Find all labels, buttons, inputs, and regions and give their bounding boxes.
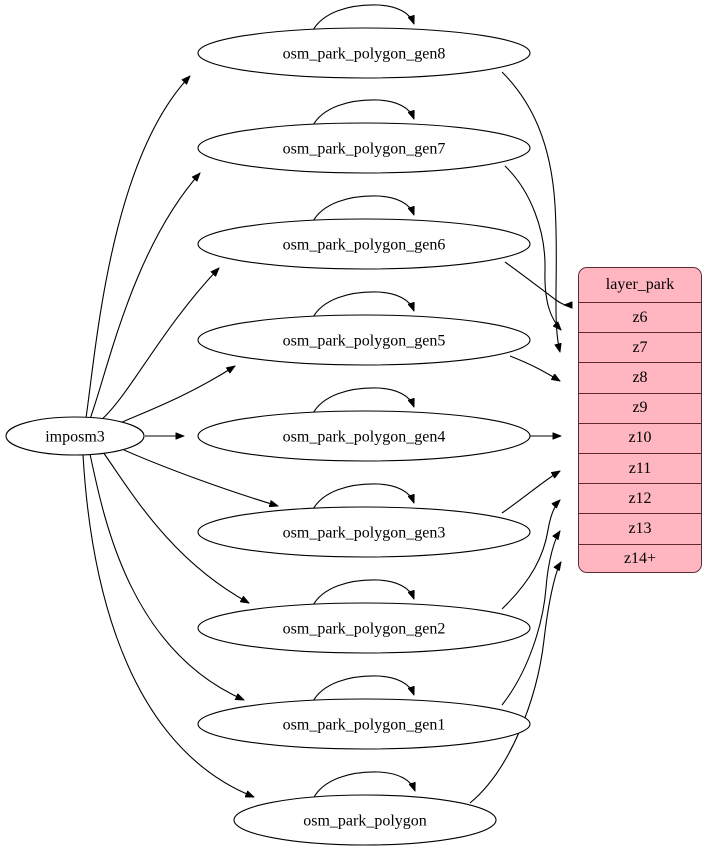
layer-park-row-z14plus[interactable]: z14+ [579, 543, 701, 572]
edge-imposm3-to-gen6 [99, 268, 219, 422]
layer-park-row-z7[interactable]: z7 [579, 332, 701, 363]
node-osm-park-polygon-gen7[interactable]: osm_park_polygon_gen7 [197, 122, 531, 174]
edge-gen8-to-z8 [501, 71, 560, 352]
self-loop-gen1 [311, 675, 414, 704]
graph-nodes: imposm3 osm_park_polygon_gen8 osm_park_p… [5, 27, 531, 846]
layer-park-row-z11[interactable]: z11 [579, 452, 701, 484]
node-osm-park-polygon-gen2-label: osm_park_polygon_gen2 [283, 621, 446, 638]
self-loop-gen7 [311, 99, 414, 128]
self-loop-edges [311, 4, 415, 800]
edge-imposm3-to-gen8 [85, 76, 190, 419]
edge-gen6-to-z6 [504, 261, 565, 305]
edge-imposm3-to-osm-park-polygon [82, 454, 254, 798]
self-loop-osm-park-polygon [312, 771, 415, 800]
node-osm-park-polygon-gen6-shape[interactable] [197, 218, 531, 270]
self-loop-gen8 [311, 4, 414, 33]
node-osm-park-polygon-gen2[interactable]: osm_park_polygon_gen2 [197, 602, 531, 654]
self-loop-gen3 [311, 483, 414, 512]
edges-to-layer-park [469, 71, 565, 804]
edge-gen5-to-z9 [509, 355, 560, 381]
edge-gen7-to-z7 [504, 165, 561, 330]
node-osm-park-polygon-gen5[interactable]: osm_park_polygon_gen5 [197, 314, 531, 366]
node-imposm3-label: imposm3 [45, 429, 105, 446]
node-osm-park-polygon-gen3-label: osm_park_polygon_gen3 [283, 525, 446, 542]
node-osm-park-polygon-gen8[interactable]: osm_park_polygon_gen8 [197, 27, 531, 79]
node-imposm3[interactable]: imposm3 [5, 416, 145, 456]
edge-imposm3-to-gen7 [89, 173, 200, 420]
node-osm-park-polygon-gen6[interactable]: osm_park_polygon_gen6 [197, 218, 531, 270]
layer-park-header: layer_park [579, 268, 701, 302]
layer-park-row-z8[interactable]: z8 [579, 362, 701, 393]
node-osm-park-polygon-gen4-label: osm_park_polygon_gen4 [283, 429, 446, 446]
layer-park-row-z6[interactable]: z6 [579, 302, 701, 333]
edge-gen2-to-z12 [501, 500, 560, 610]
edge-imposm3-to-gen3 [123, 449, 278, 506]
node-osm-park-polygon-gen5-label: osm_park_polygon_gen5 [283, 333, 446, 350]
node-osm-park-polygon-gen8-label: osm_park_polygon_gen8 [283, 46, 446, 63]
edge-imposm3-to-gen5 [119, 366, 235, 424]
node-osm-park-polygon-gen1-shape[interactable] [197, 698, 531, 750]
self-loop-gen4 [311, 387, 414, 416]
node-imposm3-shape[interactable] [5, 416, 145, 456]
layer-park-row-z9[interactable]: z9 [579, 392, 701, 423]
node-osm-park-polygon-gen7-label: osm_park_polygon_gen7 [283, 141, 446, 158]
self-loop-gen6 [311, 195, 414, 224]
node-osm-park-polygon-gen4[interactable]: osm_park_polygon_gen4 [197, 410, 531, 462]
layer-park-table[interactable]: layer_park z6 z7 z8 z9 z10 z11 z12 z13 z… [578, 267, 702, 573]
edges-from-imposm3 [82, 76, 278, 798]
node-osm-park-polygon-gen6-label: osm_park_polygon_gen6 [283, 237, 446, 254]
layer-park-row-z10[interactable]: z10 [579, 422, 701, 453]
node-osm-park-polygon-gen7-shape[interactable] [197, 122, 531, 174]
edge-imposm3-to-gen1 [89, 453, 244, 701]
layer-park-row-z12[interactable]: z12 [579, 483, 701, 514]
node-osm-park-polygon-gen4-shape[interactable] [197, 410, 531, 462]
node-osm-park-polygon-shape[interactable] [233, 794, 497, 846]
node-osm-park-polygon-gen3-shape[interactable] [197, 506, 531, 558]
edge-osm-park-polygon-to-z14 [469, 562, 561, 804]
node-osm-park-polygon-label: osm_park_polygon [303, 813, 427, 830]
edge-gen3-to-z11 [501, 471, 560, 514]
edge-imposm3-to-gen2 [102, 451, 249, 603]
node-osm-park-polygon-gen5-shape[interactable] [197, 314, 531, 366]
edge-gen1-to-z13 [501, 531, 560, 706]
node-osm-park-polygon-gen2-shape[interactable] [197, 602, 531, 654]
self-loop-gen5 [311, 291, 414, 320]
node-osm-park-polygon[interactable]: osm_park_polygon [233, 794, 497, 846]
node-osm-park-polygon-gen8-shape[interactable] [197, 27, 531, 79]
node-osm-park-polygon-gen1-label: osm_park_polygon_gen1 [283, 717, 446, 734]
self-loop-gen2 [311, 579, 414, 608]
node-osm-park-polygon-gen1[interactable]: osm_park_polygon_gen1 [197, 698, 531, 750]
node-osm-park-polygon-gen3[interactable]: osm_park_polygon_gen3 [197, 506, 531, 558]
layer-park-row-z13[interactable]: z13 [579, 513, 701, 544]
